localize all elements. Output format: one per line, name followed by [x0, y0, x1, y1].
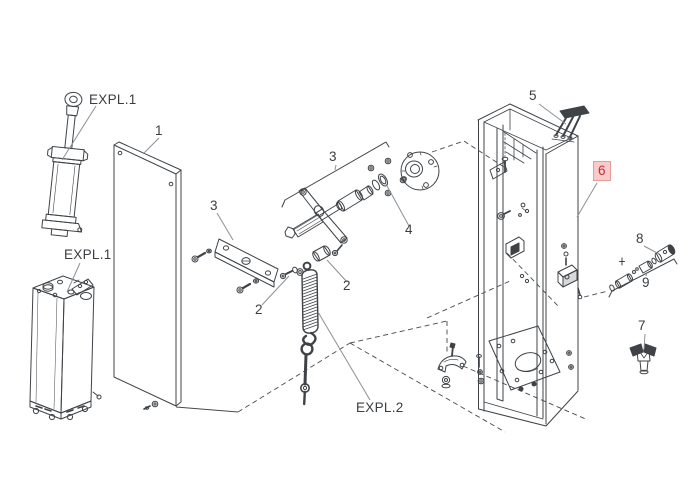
label-part-5[interactable]: 5: [529, 88, 537, 103]
label-part-3-shaft[interactable]: 3: [329, 149, 337, 164]
leader-lines: [61, 103, 660, 401]
label-part-6-highlighted[interactable]: 6: [593, 161, 611, 181]
lock-assembly-part: [608, 244, 678, 298]
label-part-7[interactable]: 7: [638, 318, 646, 333]
label-part-4[interactable]: 4: [405, 222, 413, 237]
spring-assembly-part: [279, 245, 331, 406]
panel-guide-line: [175, 406, 239, 413]
label-part-1[interactable]: 1: [155, 123, 163, 138]
cabinet-part: [476, 103, 583, 427]
label-part-3-plate[interactable]: 3: [210, 198, 218, 213]
label-part-8[interactable]: 8: [636, 231, 644, 246]
label-expl1-box[interactable]: EXPL.1: [64, 247, 112, 262]
release-key-part: [629, 343, 657, 375]
label-part-2-right[interactable]: 2: [343, 278, 351, 293]
label-expl1-cylinder[interactable]: EXPL.1: [89, 92, 137, 107]
label-part-9[interactable]: 9: [642, 275, 650, 290]
power-unit-part: [29, 275, 102, 421]
anchor-bracket-part: [437, 342, 467, 389]
hydraulic-cylinder-part: [41, 91, 89, 237]
flange-part: [400, 151, 440, 191]
stop-bracket-part: [551, 105, 590, 143]
label-part-2-left[interactable]: 2: [255, 302, 263, 317]
shaft-assembly-part: [281, 141, 407, 257]
door-panel-part: [113, 141, 182, 410]
assembly-guide-lines: [237, 140, 609, 433]
label-expl2-spring[interactable]: EXPL.2: [356, 400, 404, 415]
mounting-plate-part: [191, 238, 279, 294]
